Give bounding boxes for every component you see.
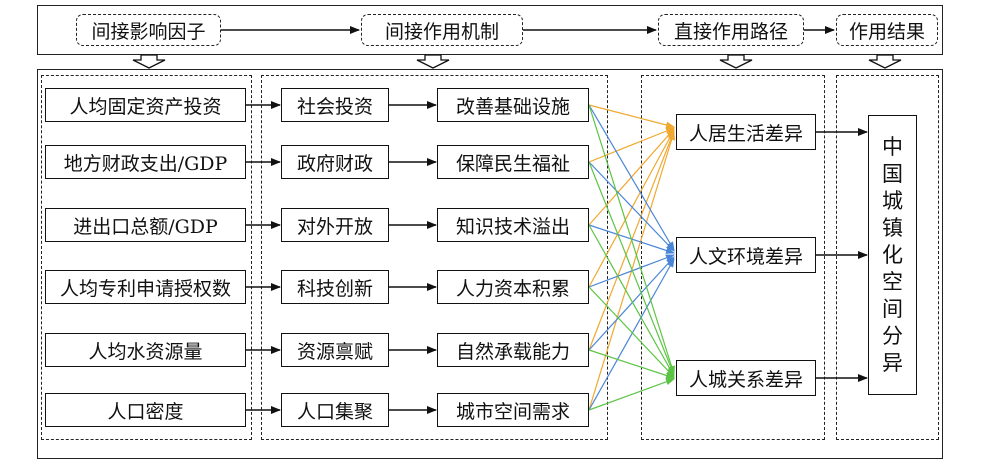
factor-box-fiscal-expenditure: 地方财政支出/GDP — [45, 145, 246, 179]
fan-line-1-1 — [588, 104, 675, 129]
result-char: 空 — [882, 269, 903, 294]
mechanism-box-opening-up: 对外开放 — [281, 208, 389, 242]
fan-line-2-2 — [588, 161, 675, 252]
effect-box-knowledge-spillover: 知识技术溢出 — [437, 208, 589, 242]
factor-box-patents: 人均专利申请授权数 — [45, 270, 246, 304]
mechanism-box-social-investment: 社会投资 — [281, 88, 389, 122]
path-box-people-city-relation: 人城关系差异 — [676, 360, 816, 396]
down-arrow-3 — [719, 54, 753, 69]
fan-line-4-2 — [588, 254, 675, 288]
path-column — [641, 75, 825, 440]
mechanism-box-government-finance: 政府财政 — [281, 145, 389, 179]
mechanism-box-innovation: 科技创新 — [281, 270, 389, 304]
path-box-humanistic-environment: 人文环境差异 — [676, 237, 816, 273]
header-result: 作用结果 — [836, 14, 938, 46]
down-arrow-4 — [868, 54, 902, 69]
result-char: 间 — [882, 296, 903, 321]
fan-line-2-1 — [588, 127, 675, 163]
result-char: 中 — [882, 134, 903, 159]
path-box-living: 人居生活差异 — [676, 114, 816, 150]
fan-line-5-2 — [588, 256, 675, 351]
header-indirect-mechanism: 间接作用机制 — [361, 14, 523, 46]
fan-line-1-2 — [588, 104, 675, 251]
effect-box-infrastructure: 改善基础设施 — [437, 88, 589, 122]
down-arrow-1 — [132, 54, 166, 69]
result-box: 中 国 城 镇 化 空 间 分 异 — [868, 115, 917, 395]
fan-line-5-3 — [588, 349, 675, 379]
result-char: 异 — [882, 350, 903, 375]
fan-line-1-3 — [588, 104, 675, 375]
fan-line-6-2 — [588, 258, 675, 411]
fan-line-4-1 — [588, 129, 675, 288]
factor-box-trade-volume: 进出口总额/GDP — [45, 208, 246, 242]
result-char: 化 — [882, 242, 903, 267]
effect-box-urban-space-demand: 城市空间需求 — [437, 393, 589, 427]
factors-column — [41, 75, 252, 440]
mechanism-box-population-agglomeration: 人口集聚 — [281, 393, 389, 427]
effect-box-welfare: 保障民生福祉 — [437, 145, 589, 179]
result-char: 国 — [882, 161, 903, 186]
down-arrow-2 — [416, 54, 450, 69]
result-char: 城 — [882, 188, 903, 213]
factor-box-water-resources: 人均水资源量 — [45, 333, 246, 367]
result-column — [836, 75, 939, 440]
factor-box-population-density: 人口密度 — [45, 393, 246, 427]
factor-box-fixed-asset-investment: 人均固定资产投资 — [45, 88, 246, 122]
fan-line-4-3 — [588, 286, 675, 378]
fan-line-6-3 — [588, 378, 675, 411]
effect-box-human-capital: 人力资本积累 — [437, 270, 589, 304]
fan-line-2-3 — [588, 161, 675, 376]
header-direct-path: 直接作用路径 — [658, 14, 804, 46]
result-char: 镇 — [882, 215, 903, 240]
fan-line-3-3 — [588, 224, 675, 377]
result-char: 分 — [882, 323, 903, 348]
effect-box-natural-capacity: 自然承载能力 — [437, 333, 589, 367]
header-indirect-factors: 间接影响因子 — [76, 14, 221, 46]
mechanism-box-resource-endowment: 资源禀赋 — [281, 333, 389, 367]
header-band — [37, 5, 943, 55]
